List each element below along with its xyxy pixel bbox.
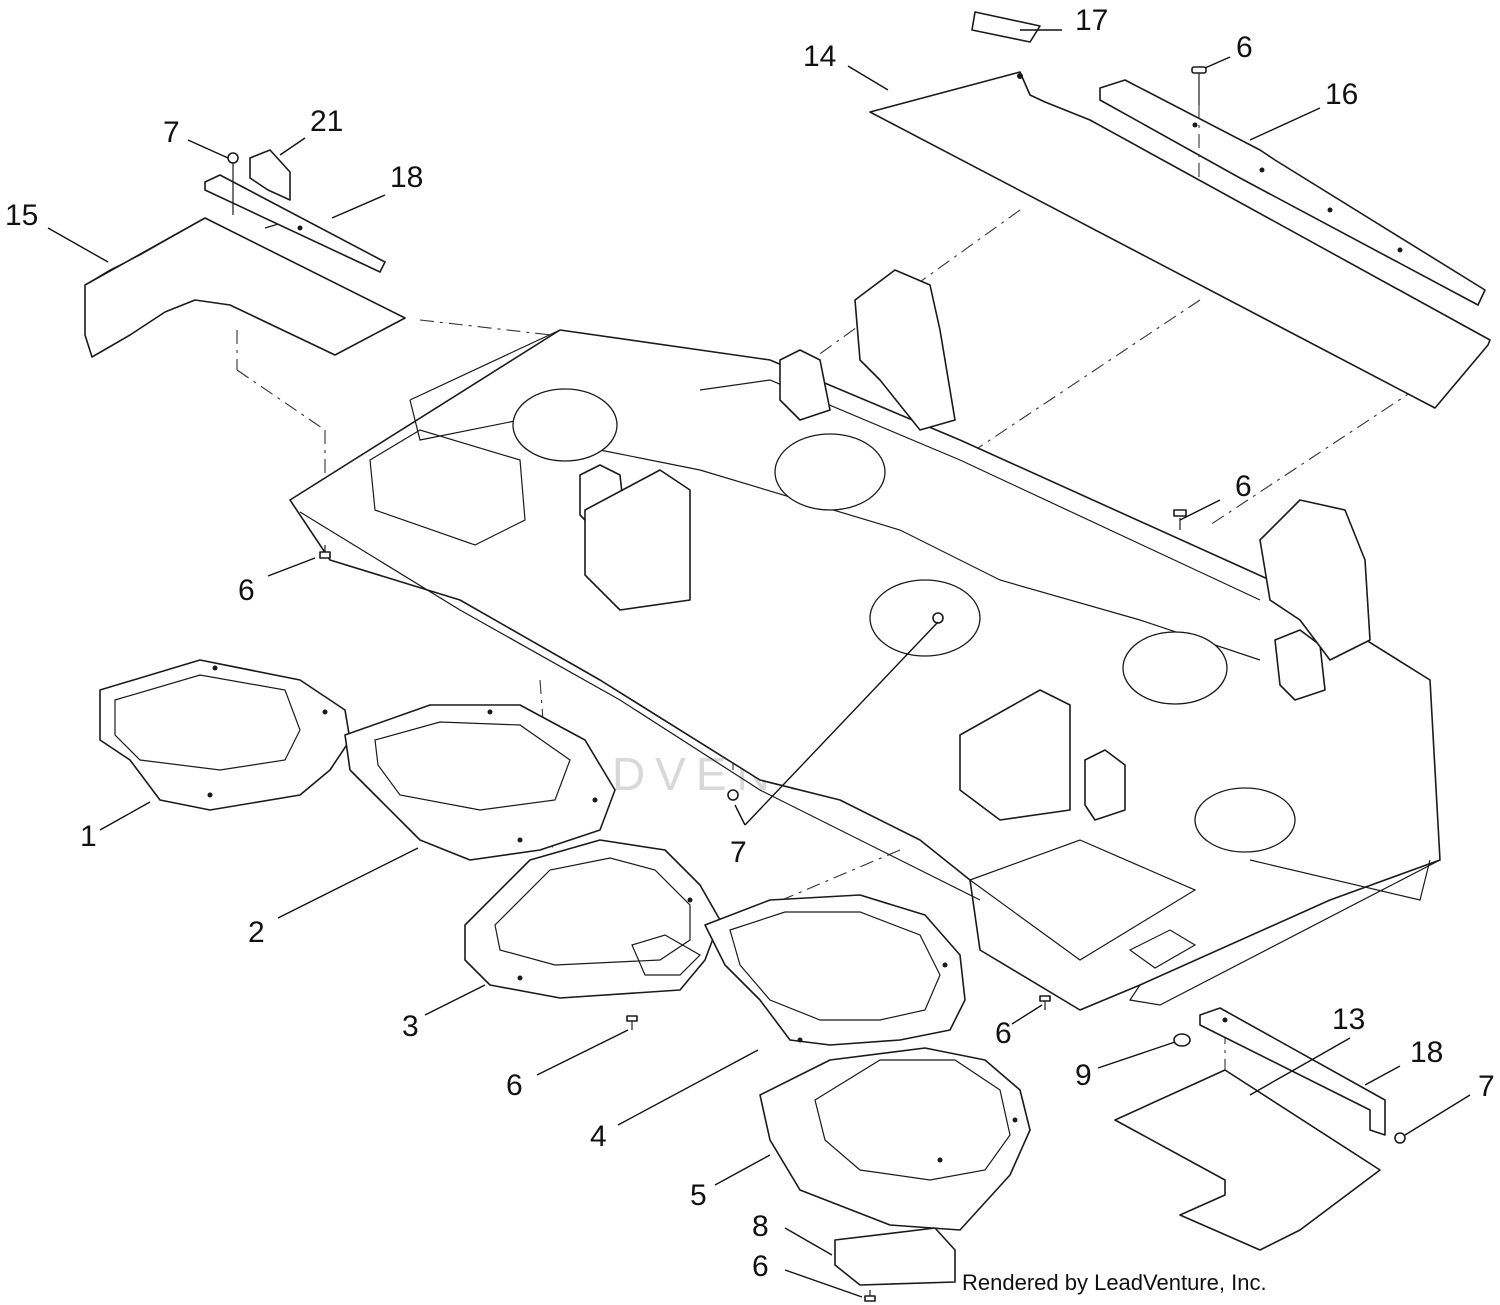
- callout-5: 5: [690, 1179, 707, 1212]
- part-2-baffle: [344, 704, 616, 861]
- callout-2: 2: [248, 916, 265, 949]
- part-21-bracket: [249, 149, 291, 201]
- part-14-baffle-plate: [869, 71, 1491, 409]
- callout-18: 18: [1410, 1036, 1443, 1069]
- callouts: 17 14 6 16 7 21 18 15 6 6 1 7 2 3 6 6 4 …: [5, 4, 1495, 1283]
- callout-17: 17: [1075, 4, 1108, 37]
- callout-4: 4: [590, 1120, 607, 1153]
- deck-frame: [289, 269, 1441, 1011]
- part-17-bracket: [971, 11, 1041, 79]
- render-credit: Rendered by LeadVenture, Inc.: [962, 1270, 1267, 1295]
- callout-13: 13: [1332, 1003, 1365, 1036]
- part-18-bracket-upper: [204, 174, 386, 273]
- part-16-strip: [1099, 79, 1486, 306]
- callout-16: 16: [1325, 78, 1358, 111]
- callout-6: 6: [506, 1069, 523, 1102]
- callout-6: 6: [752, 1250, 769, 1283]
- bolt-6-top: [1191, 66, 1207, 180]
- part-4-baffle: [704, 894, 966, 1046]
- callout-18: 18: [390, 161, 423, 194]
- callout-7: 7: [163, 116, 180, 149]
- part-8-plate: [834, 1227, 956, 1286]
- part-1-baffle: [99, 659, 351, 811]
- callout-6: 6: [995, 1017, 1012, 1050]
- part-15-cover: [84, 217, 406, 358]
- callout-1: 1: [80, 820, 97, 853]
- part-18-bracket-lower: [1199, 1007, 1386, 1136]
- part-3-baffle: [464, 839, 721, 999]
- callout-3: 3: [402, 1010, 419, 1043]
- leader-lines: [47, 29, 1471, 1298]
- callout-9: 9: [1075, 1059, 1092, 1092]
- part-13-plate: [1114, 1069, 1381, 1251]
- callout-7: 7: [730, 836, 747, 869]
- callout-6: 6: [1236, 31, 1253, 64]
- part-5-baffle: [759, 1047, 1031, 1231]
- callout-7: 7: [1478, 1070, 1495, 1103]
- callout-6: 6: [1235, 470, 1252, 503]
- nut-7-lower: [1394, 1132, 1406, 1144]
- callout-6: 6: [238, 574, 255, 607]
- callout-14: 14: [803, 40, 836, 73]
- callout-15: 15: [5, 199, 38, 232]
- callout-8: 8: [752, 1210, 769, 1243]
- callout-21: 21: [310, 105, 343, 138]
- washer-9: [1173, 1033, 1191, 1047]
